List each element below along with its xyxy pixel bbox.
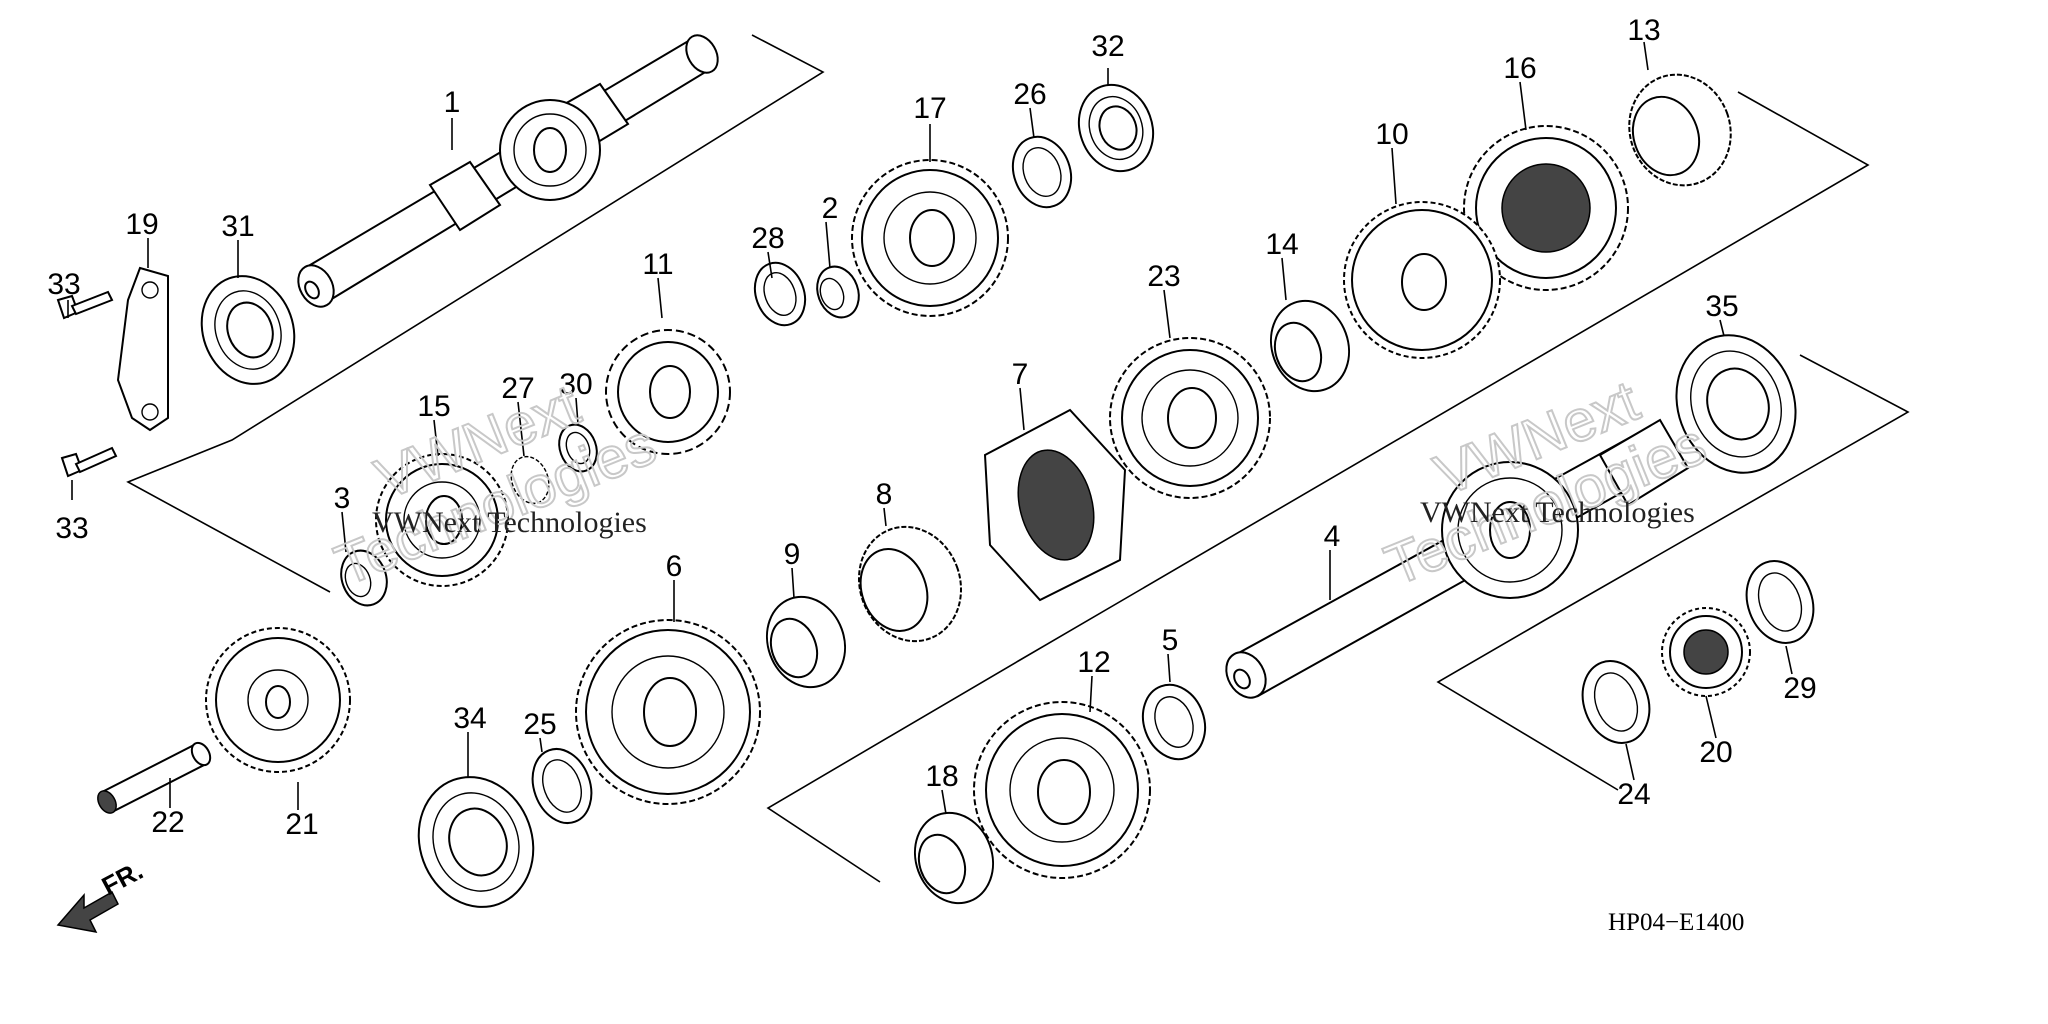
bearing-31: [200, 275, 296, 385]
mainshaft: [297, 34, 719, 308]
washer-26: [1011, 135, 1073, 209]
gear-16: [1463, 125, 1629, 291]
callout-5: 5: [1162, 624, 1179, 657]
callout-26: 26: [1013, 78, 1046, 111]
bearing-35: [1675, 334, 1797, 474]
callout-13: 13: [1627, 14, 1660, 47]
lower-right-frame: [1436, 354, 1910, 791]
front-direction-label: FR.: [97, 855, 148, 901]
gear-11: [605, 329, 731, 455]
gear-20: [1661, 607, 1751, 697]
hub-7: [983, 408, 1127, 602]
washer-25: [531, 748, 593, 824]
diagram-code: HP04−E1400: [1608, 909, 1744, 936]
gear-21: [205, 627, 351, 773]
callout-3: 3: [334, 482, 351, 515]
bushing-2: [816, 265, 860, 319]
callout-10: 10: [1375, 118, 1408, 151]
watermark-right-small: VWNext Technologies: [1420, 496, 1695, 529]
callout-4: 4: [1324, 520, 1341, 553]
gear-10: [1343, 201, 1501, 359]
bearing-34: [417, 776, 535, 908]
middle-shaft-frame: [766, 91, 1870, 883]
washer-5: [1141, 683, 1207, 761]
bushing-3: [340, 549, 388, 607]
washer-29: [1745, 560, 1815, 644]
callout-9: 9: [784, 538, 801, 571]
plate-19: [116, 266, 169, 432]
callout-14: 14: [1265, 228, 1298, 261]
callout-33-upper: 33: [47, 268, 80, 301]
callout-21: 21: [285, 808, 318, 841]
washer-24: [1581, 660, 1651, 744]
bushing-14: [1269, 299, 1351, 393]
pin-22: [97, 741, 212, 814]
gear-17: [851, 159, 1009, 317]
callout-1: 1: [444, 86, 461, 119]
callout-11: 11: [642, 248, 673, 281]
callout-7: 7: [1012, 358, 1029, 391]
collar-13: [1628, 73, 1732, 187]
callout-22: 22: [151, 806, 184, 839]
callout-20: 20: [1699, 736, 1732, 769]
callout-23: 23: [1147, 260, 1180, 293]
washer-27: [510, 455, 550, 505]
bushing-9: [765, 595, 847, 689]
washer-28: [753, 261, 807, 327]
watermark-left-small: VWNext Technologies: [372, 506, 647, 539]
gear-12: [973, 701, 1151, 879]
callout-12: 12: [1077, 646, 1110, 679]
callout-2: 2: [822, 192, 839, 225]
collar-8: [857, 525, 963, 643]
callout-16: 16: [1503, 52, 1536, 85]
bolt-33-lower: [60, 446, 118, 478]
callout-27: 27: [501, 372, 534, 405]
callout-24: 24: [1617, 778, 1650, 811]
leader-lines: [67, 41, 1793, 815]
front-direction-arrow: FR.: [56, 855, 148, 934]
bearing-32: [1077, 83, 1155, 173]
callout-34: 34: [453, 702, 486, 735]
callout-6: 6: [666, 550, 683, 583]
callout-19: 19: [125, 208, 158, 241]
callout-28: 28: [751, 222, 784, 255]
gear-23: [1109, 337, 1271, 499]
gear-6: [575, 619, 761, 805]
callout-25: 25: [523, 708, 556, 741]
callout-33-lower: 33: [55, 512, 88, 545]
callout-29: 29: [1783, 672, 1816, 705]
callout-18: 18: [925, 760, 958, 793]
gear-15: [375, 453, 509, 587]
callout-32: 32: [1091, 30, 1124, 63]
callout-30: 30: [559, 368, 592, 401]
callout-31: 31: [221, 210, 254, 243]
snap-ring-30: [558, 423, 598, 473]
callout-15: 15: [417, 390, 450, 423]
callout-8: 8: [876, 478, 893, 511]
countershaft: [1225, 418, 1690, 699]
bushing-18: [913, 811, 995, 905]
callout-17: 17: [913, 92, 946, 125]
callout-35: 35: [1705, 290, 1738, 323]
upper-shaft-frame: [126, 34, 825, 593]
